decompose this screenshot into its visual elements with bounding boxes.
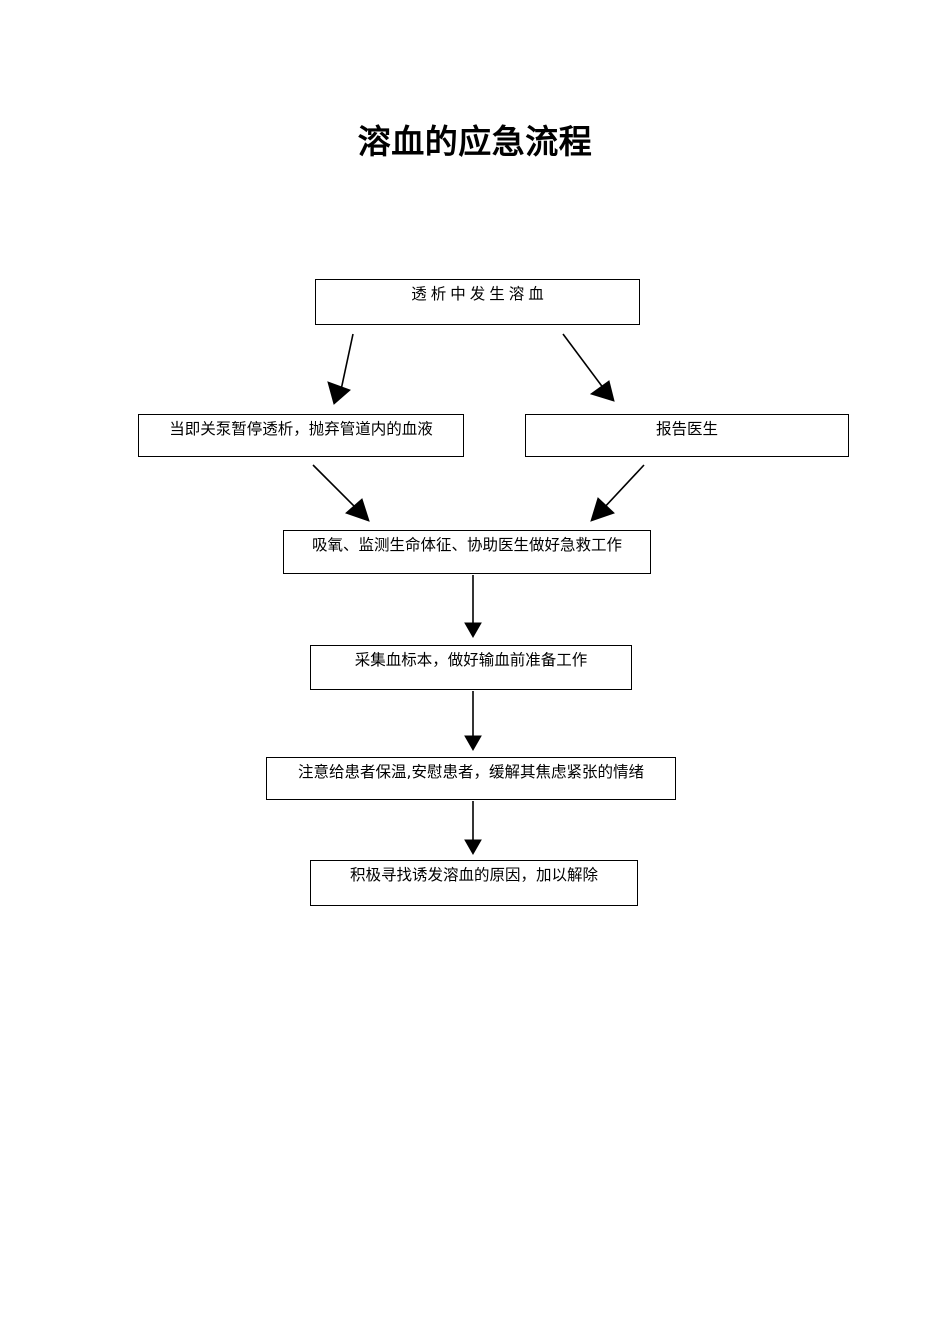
- flow-node-dialysis-hemolysis-onset[interactable]: 透析中发生溶血: [315, 279, 640, 325]
- flow-node-label: 吸氧、监测生命体征、协助医生做好急救工作: [311, 536, 622, 554]
- flow-node-label: 报告医生: [655, 420, 718, 438]
- edge-n1-n3: [562, 333, 615, 402]
- flow-node-keep-warm-comfort-patient[interactable]: 注意给患者保温,安慰患者，缓解其焦虑紧张的情绪: [266, 757, 676, 800]
- edge-n1-n2: [327, 333, 354, 405]
- edge-n3-n4: [590, 464, 645, 522]
- flow-node-label: 当即关泵暂停透析，抛弃管道内的血液: [169, 420, 433, 438]
- flow-node-oxygen-monitor-assist[interactable]: 吸氧、监测生命体征、协助医生做好急救工作: [283, 530, 651, 574]
- flow-node-collect-blood-sample[interactable]: 采集血标本，做好输血前准备工作: [310, 645, 632, 690]
- flow-node-label: 采集血标本，做好输血前准备工作: [354, 651, 588, 669]
- flow-node-find-and-remove-cause[interactable]: 积极寻找诱发溶血的原因，加以解除: [310, 860, 638, 906]
- edge-n4-n5: [464, 575, 482, 639]
- page-title: 溶血的应急流程: [357, 122, 593, 161]
- flow-node-label: 积极寻找诱发溶血的原因，加以解除: [349, 866, 598, 884]
- edge-n6-n7: [464, 801, 482, 856]
- flow-node-label: 透析中发生溶血: [411, 285, 548, 303]
- flow-node-label: 注意给患者保温,安慰患者，缓解其焦虑紧张的情绪: [298, 763, 644, 781]
- edge-n2-n4: [312, 464, 370, 522]
- edge-n5-n6: [464, 691, 482, 752]
- flow-node-report-doctor[interactable]: 报告医生: [525, 414, 849, 457]
- flow-node-stop-pump-discard-blood[interactable]: 当即关泵暂停透析，抛弃管道内的血液: [138, 414, 464, 457]
